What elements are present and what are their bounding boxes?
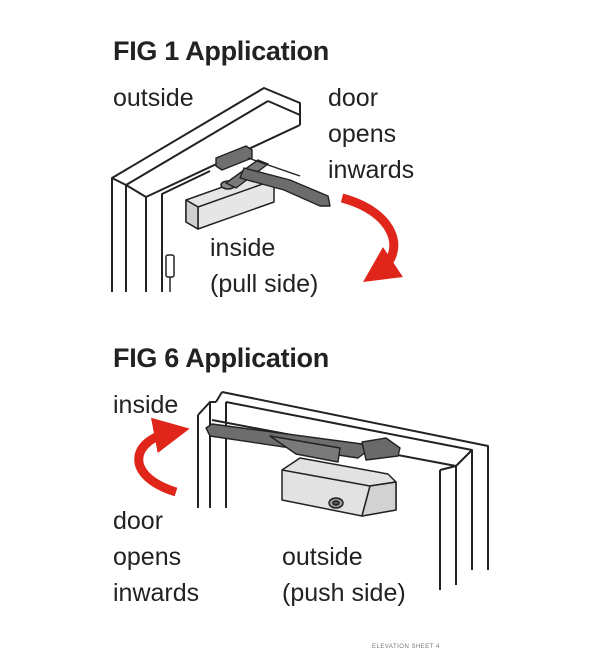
fig6-door-line-2: opens (113, 543, 182, 571)
fig6-closer-arm (205, 423, 401, 463)
fig1-door-line-2: opens (328, 120, 397, 148)
fig1-door-opens-label: door opens inwards (328, 80, 414, 188)
fig6-outside-line-2: (push side) (282, 579, 406, 607)
fig1-swing-arrow (340, 193, 403, 283)
fig1-outside-label: outside (113, 84, 194, 112)
fig6-swing-arrow (134, 417, 190, 497)
fig1-door-line-1: door (328, 84, 379, 112)
fig1-title: FIG 1 Application (113, 36, 329, 66)
fig6-outside-label: outside (push side) (282, 539, 406, 611)
fig1-inside-line-1: inside (210, 234, 276, 262)
fig1-door-line-3: inwards (328, 156, 415, 184)
fig6-door-line-3: inwards (113, 579, 200, 607)
fig6-outside-line-1: outside (282, 543, 363, 571)
fig6-door-line-1: door (113, 507, 164, 535)
fig6-inside-label: inside (113, 391, 179, 419)
footer-caption: ELEVATION SHEET 4 (372, 644, 440, 650)
fig1-closer-arm (215, 145, 331, 207)
fig6-door-opens-label: door opens inwards (113, 503, 199, 611)
fig6-title: FIG 6 Application (113, 343, 329, 373)
fig1-inside-label: inside (pull side) (210, 230, 318, 302)
fig1-hinge (165, 254, 175, 292)
fig1-inside-line-2: (pull side) (210, 270, 319, 298)
fig6-closer-body (281, 457, 397, 517)
